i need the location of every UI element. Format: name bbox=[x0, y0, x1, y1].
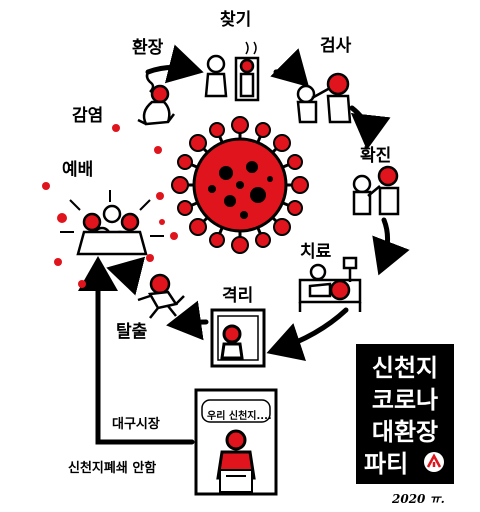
mayor-speech-bubble: 우리 신천지.... bbox=[207, 411, 272, 422]
arrow-escape-to-worship bbox=[106, 256, 146, 296]
search-figure bbox=[204, 41, 260, 102]
mayor-podium-scene bbox=[194, 388, 278, 496]
arrow-test-to-confirmed bbox=[349, 105, 391, 150]
label-isolation: 격리 bbox=[222, 286, 254, 306]
arrow-confirmed-to-treatment bbox=[372, 217, 410, 276]
wander-figure bbox=[137, 69, 175, 126]
label-escape: 탈출 bbox=[116, 322, 148, 342]
arrow-search-to-test bbox=[270, 48, 310, 88]
label-treatment: 치료 bbox=[300, 242, 332, 262]
arrow-treatment-to-isolation bbox=[266, 307, 349, 362]
label-wander: 환장 bbox=[132, 38, 164, 58]
treatment-scene bbox=[298, 256, 362, 312]
label-infection: 감염 bbox=[72, 106, 104, 126]
title-line-3: 대환장 bbox=[371, 418, 439, 446]
confirmed-figures bbox=[352, 165, 400, 216]
arrow-mayor-to-worship bbox=[78, 256, 195, 445]
title-box: 신천지 코로나 대환장 파티 bbox=[356, 344, 454, 484]
cycle-arrows bbox=[78, 44, 410, 445]
title-line-1: 신천지 bbox=[371, 354, 439, 382]
label-worship: 예배 bbox=[62, 160, 94, 180]
isolation-room bbox=[210, 308, 266, 368]
virus-particles bbox=[42, 124, 178, 288]
coronavirus-illustration bbox=[171, 116, 309, 254]
party-logo-icon bbox=[424, 452, 444, 472]
label-test: 검사 bbox=[320, 36, 352, 56]
artist-signature: 2020 ㅠ. bbox=[392, 492, 445, 506]
title-line-4: 파티 bbox=[364, 450, 409, 478]
worship-crowd bbox=[60, 190, 164, 256]
label-search: 찾기 bbox=[220, 10, 252, 30]
mayor-title: 대구시장 bbox=[112, 417, 160, 432]
arrow-wander-to-search bbox=[145, 44, 204, 84]
label-confirmed: 확진 bbox=[360, 146, 392, 166]
escape-figure bbox=[137, 273, 185, 319]
arrow-isolation-to-escape bbox=[166, 300, 209, 341]
title-line-2: 코로나 bbox=[371, 386, 439, 414]
mayor-caption: 신천지폐쇄 안함 bbox=[68, 461, 157, 476]
test-figure bbox=[296, 72, 352, 124]
